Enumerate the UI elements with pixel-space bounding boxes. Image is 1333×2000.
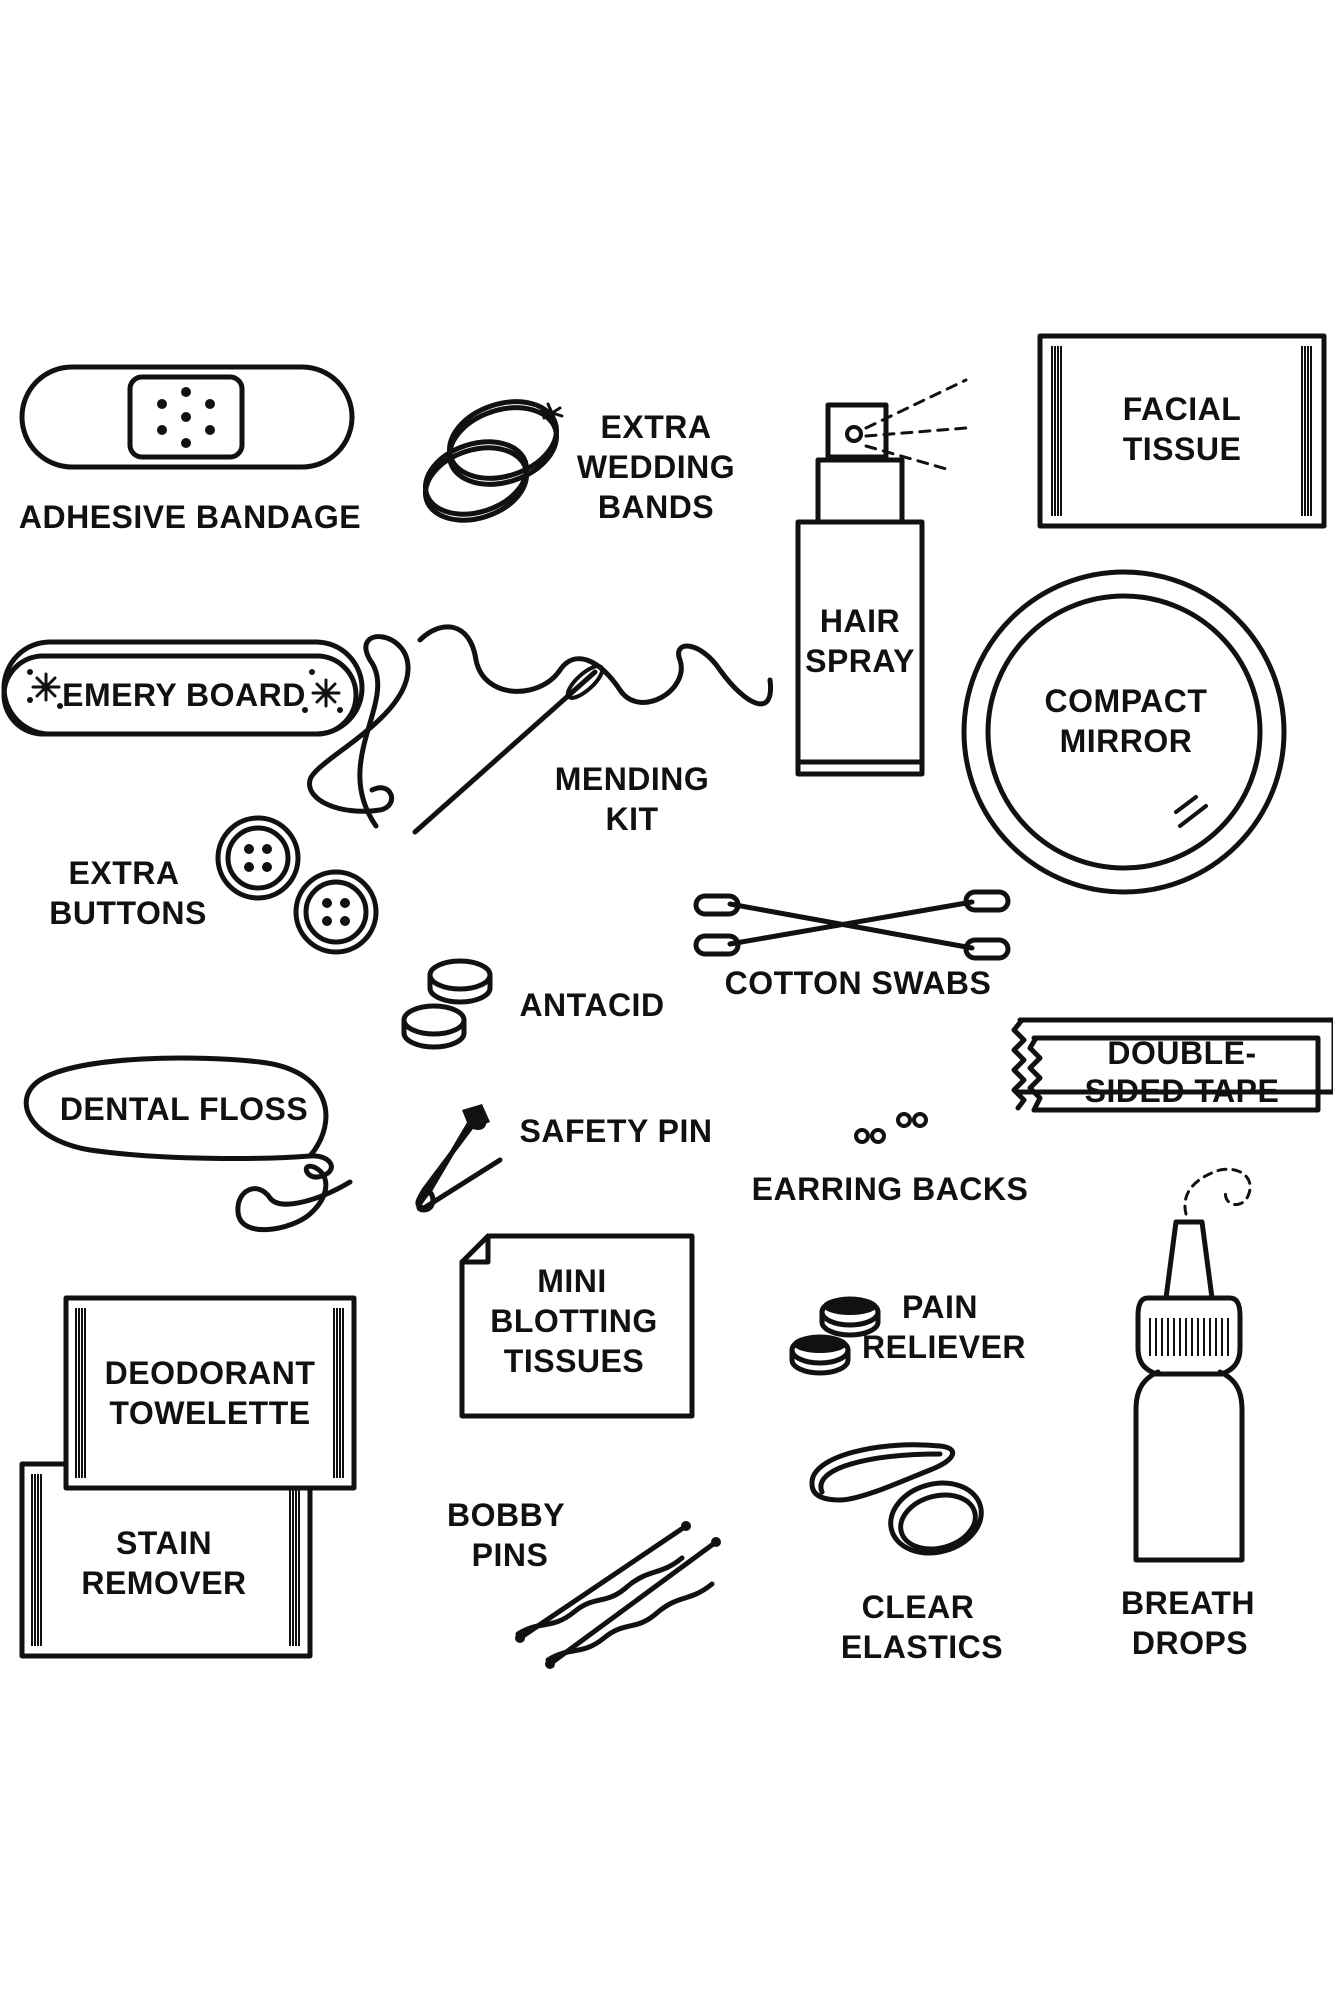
cotton-swabs-icon — [693, 889, 1011, 961]
cotton-swabs-label: COTTON SWABS — [725, 965, 992, 1001]
safety-pin-icon — [415, 1104, 503, 1213]
clear-elastics-icon — [809, 1442, 984, 1556]
deodorant-towelette-icon — [63, 1295, 357, 1491]
breath-drops-icon — [1133, 1167, 1252, 1563]
antacid-icon — [401, 958, 493, 1050]
emery-board-icon — [1, 639, 365, 737]
antacid-label: ANTACID — [519, 987, 664, 1023]
wedding-bands-icon — [422, 399, 564, 523]
pain-reliever-icon — [789, 1296, 881, 1376]
hair-spray-icon — [795, 378, 968, 777]
dental-floss-label: DENTAL FLOSS — [60, 1091, 308, 1127]
earring-backs-icon — [854, 1112, 928, 1144]
mending-kit-icon — [307, 624, 774, 835]
double-sided-tape-label: DOUBLE-SIDED TAPE — [1085, 1035, 1280, 1109]
emery-board-label: EMERY BOARD — [62, 677, 306, 713]
facial-tissue-icon — [1037, 333, 1327, 529]
compact-mirror-icon — [961, 569, 1287, 895]
bobby-pins-icon — [515, 1521, 721, 1669]
earring-backs-label: EARRING BACKS — [752, 1171, 1029, 1207]
double-sided-tape-icon — [1011, 1017, 1333, 1113]
adhesive-bandage-icon — [19, 364, 355, 470]
safety-pin-label: SAFETY PIN — [520, 1113, 713, 1149]
mini-blotting-tissues-icon — [459, 1233, 695, 1419]
adhesive-bandage-label: ADHESIVE BANDAGE — [19, 499, 361, 535]
dental-floss-icon — [23, 1055, 353, 1233]
extra-buttons-icon — [215, 815, 379, 955]
